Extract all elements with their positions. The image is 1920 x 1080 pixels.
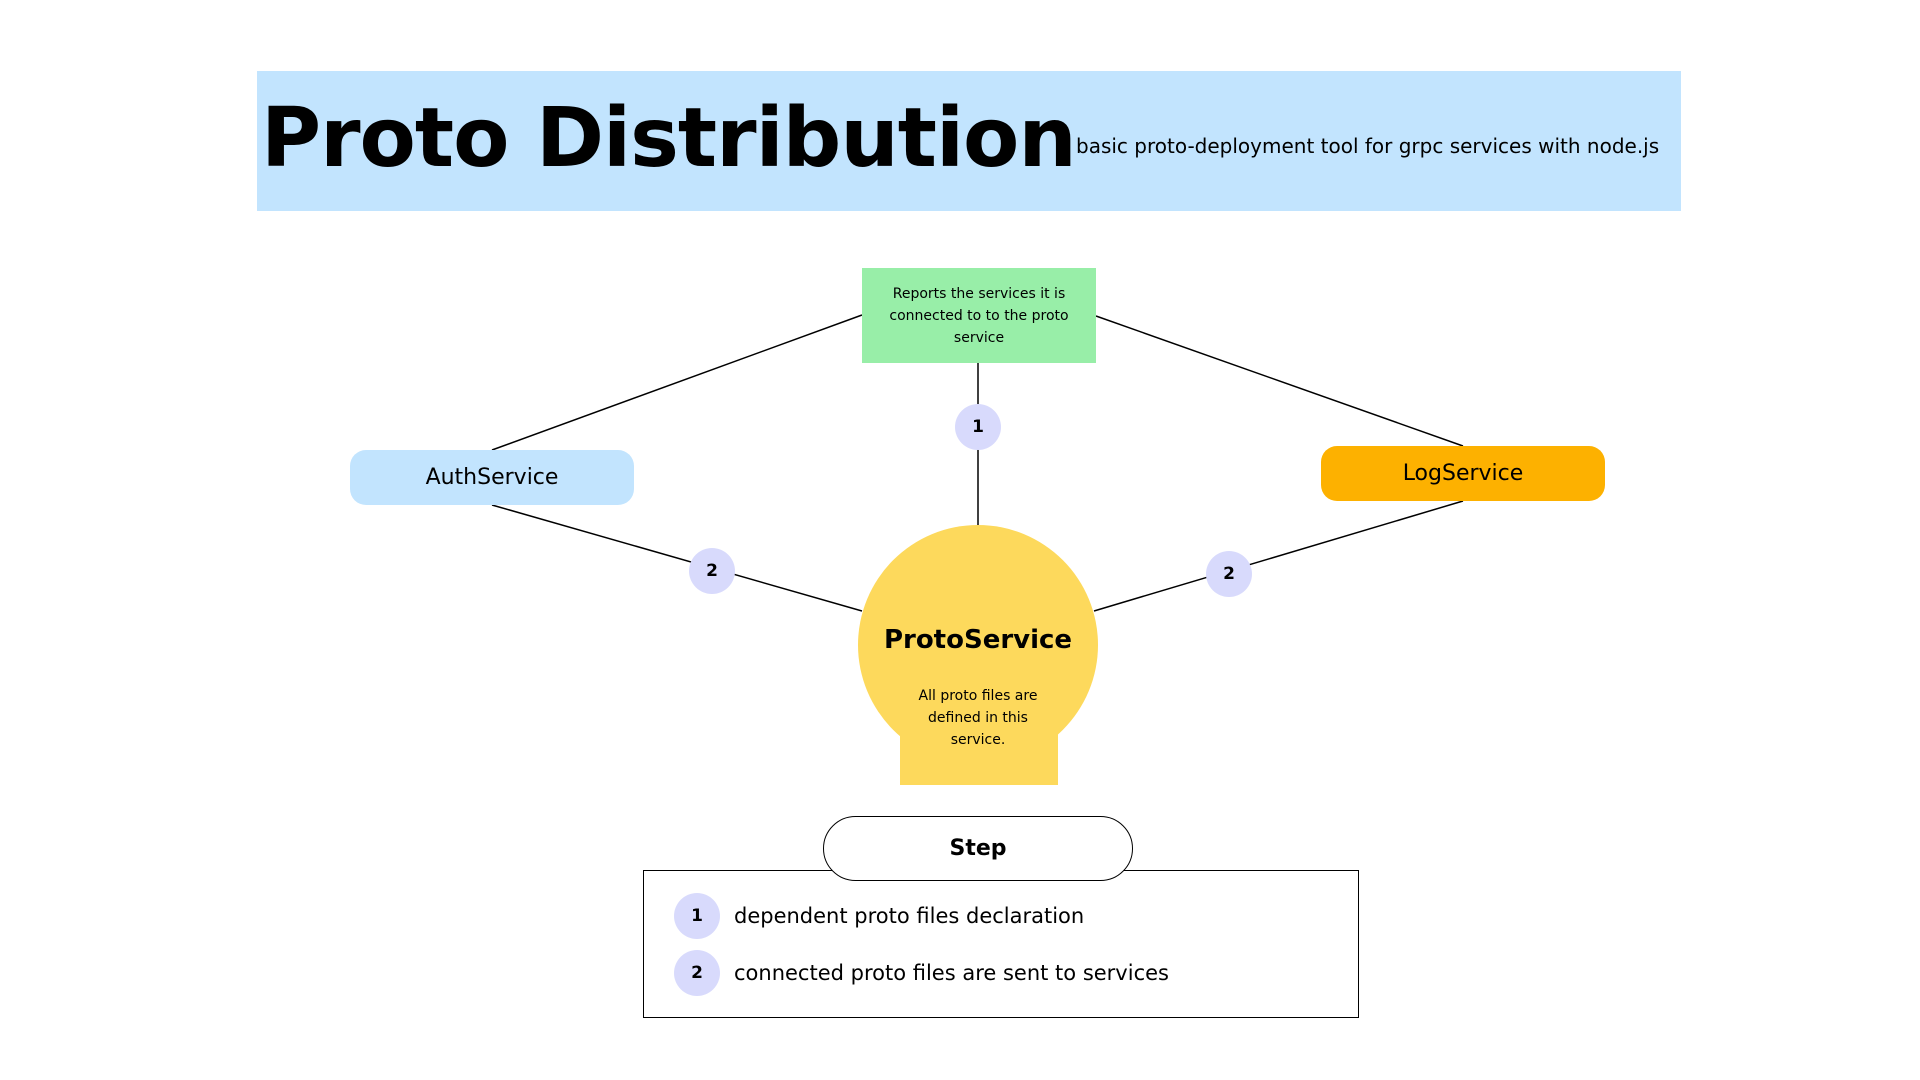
step-badge-left: 2	[689, 548, 735, 594]
auth-service-label: AuthService	[425, 465, 559, 490]
auth-service-node: AuthService	[350, 450, 634, 505]
proto-service-base	[900, 655, 1058, 785]
connector-auth-proto	[491, 504, 863, 612]
step-badge-right: 2	[1206, 551, 1252, 597]
legend-title-text: Step	[949, 836, 1007, 861]
step-badge-top: 1	[955, 404, 1001, 450]
page-title: Proto Distribution	[261, 91, 1077, 186]
legend-item-number: 2	[674, 950, 720, 996]
legend-title: Step	[823, 816, 1133, 881]
header-banner	[257, 71, 1681, 211]
proto-service-title: ProtoService	[883, 625, 1073, 655]
proto-service-node: ProtoService All proto files are defined…	[858, 525, 1098, 785]
legend-item: 2 connected proto files are sent to serv…	[674, 950, 1169, 996]
proto-service-description: All proto files are defined in this serv…	[918, 688, 1038, 748]
report-node: Reports the services it is connected to …	[862, 268, 1096, 363]
legend-item-text: connected proto files are sent to servic…	[734, 961, 1169, 985]
legend-item: 1 dependent proto files declaration	[674, 893, 1084, 939]
legend-item-text: dependent proto files declaration	[734, 904, 1085, 928]
page-subtitle: basic proto-deployment tool for grpc ser…	[1076, 134, 1660, 158]
report-node-text: Reports the services it is connected to …	[889, 285, 1069, 346]
connector-log-proto	[1093, 500, 1464, 612]
log-service-node: LogService	[1321, 446, 1605, 501]
connector-report-log	[1095, 315, 1464, 447]
log-service-label: LogService	[1402, 461, 1524, 486]
connector-report-auth	[491, 314, 863, 451]
legend-item-number: 1	[674, 893, 720, 939]
